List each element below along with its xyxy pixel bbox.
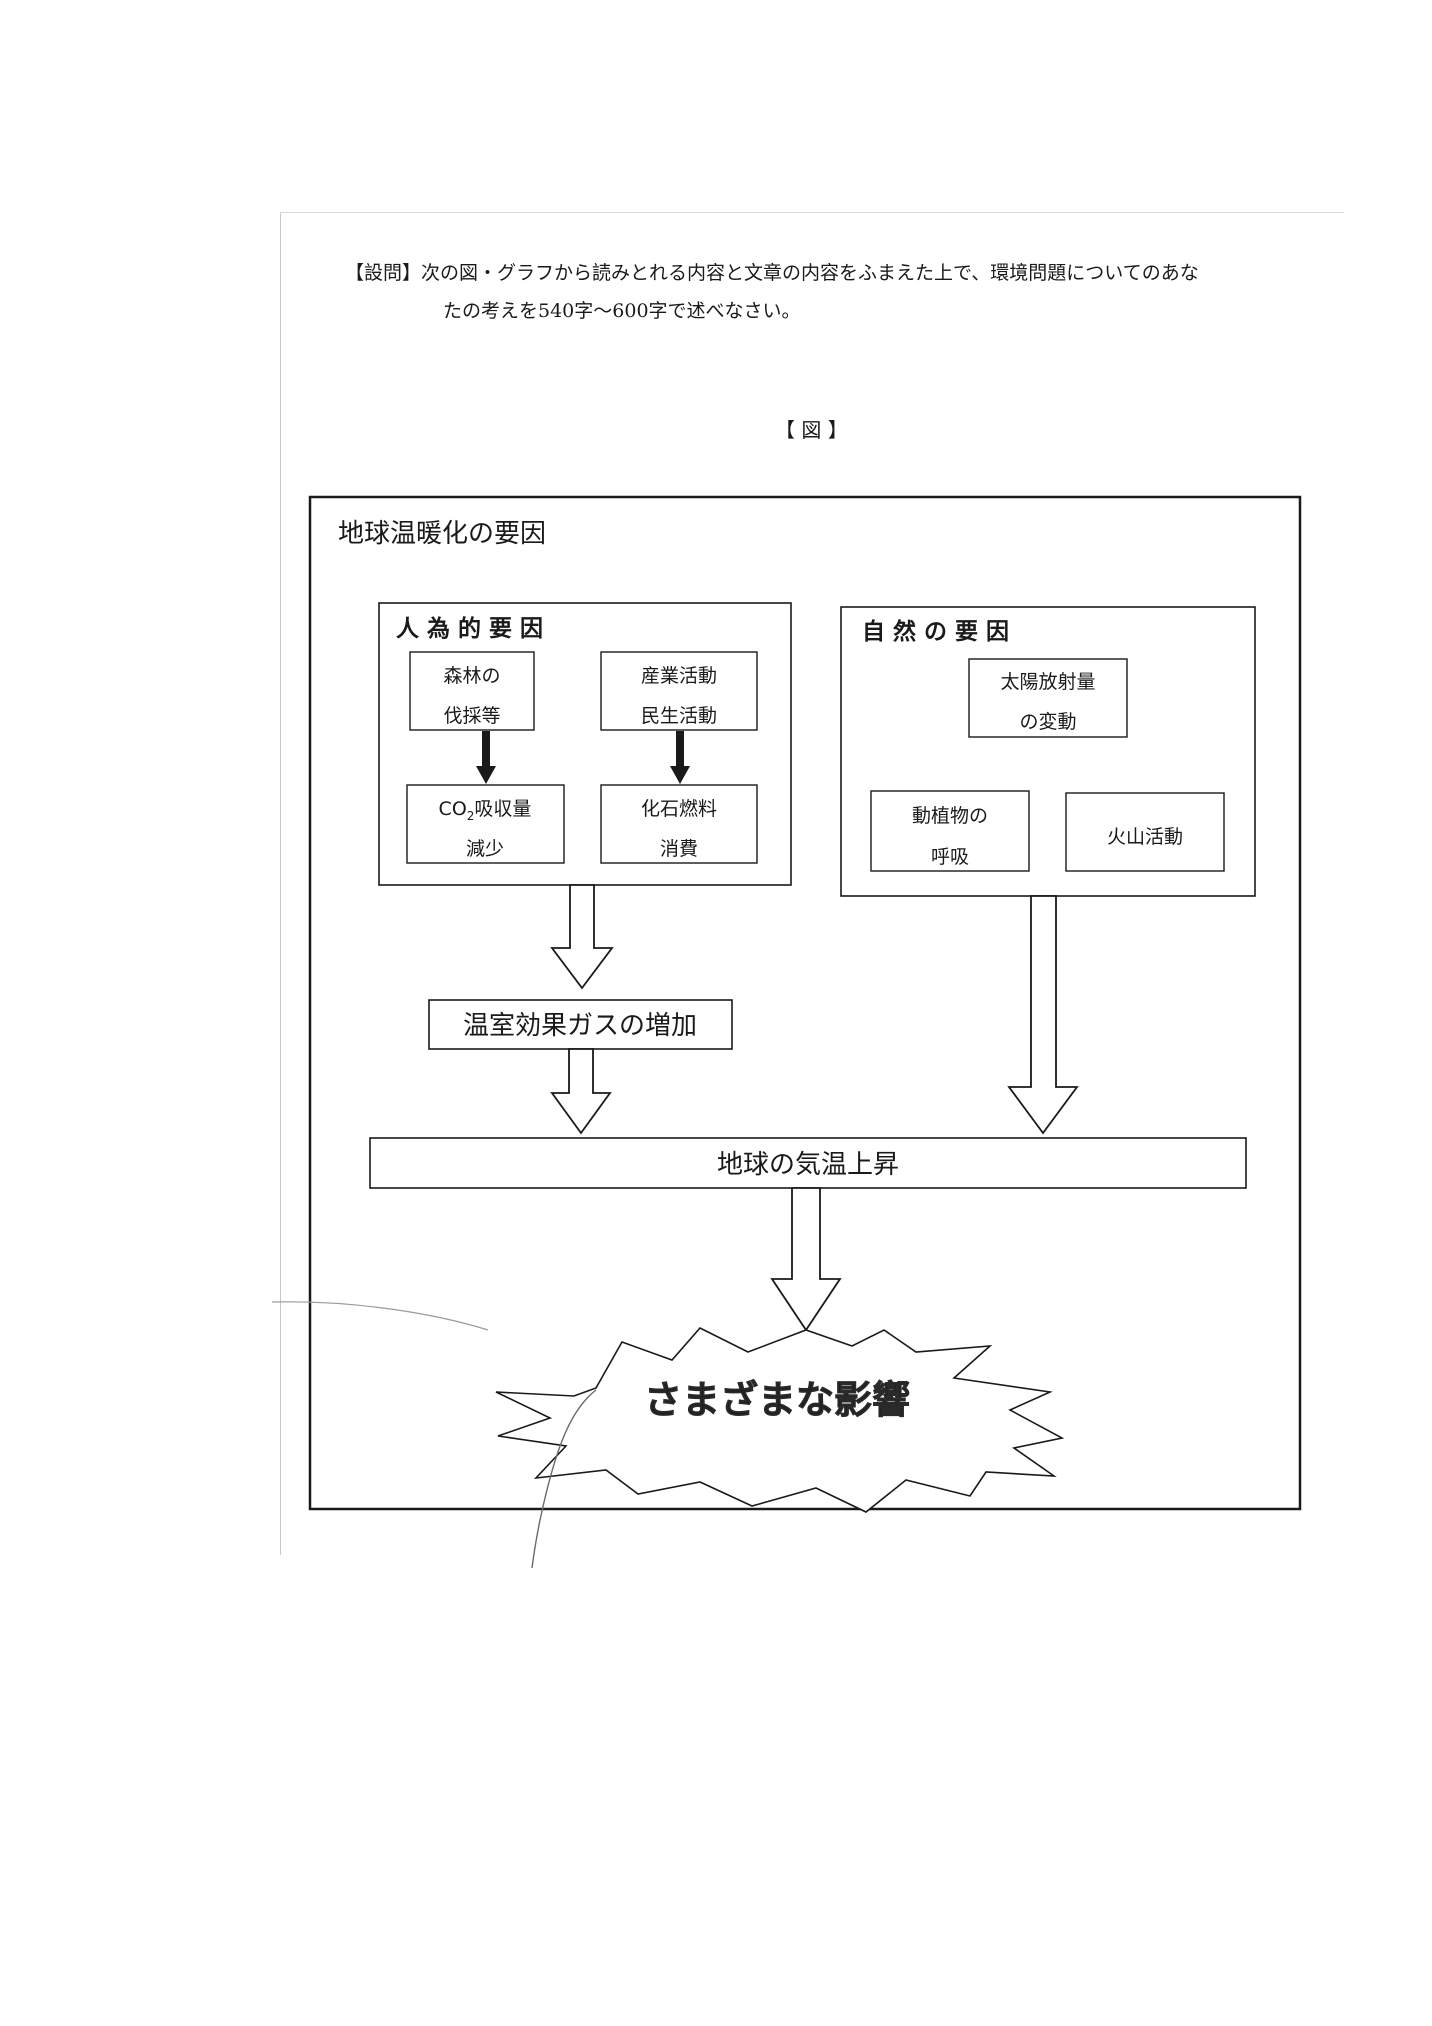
- natural-to-temperature-arrow: [1007, 895, 1079, 1135]
- industry-arrow-shaft: [676, 731, 684, 768]
- temperature-rise-label: 地球の気温上昇: [717, 1150, 899, 1180]
- industry-activity-box: [600, 651, 758, 731]
- scanned-paper: [280, 212, 1344, 1555]
- solar-radiation-box: [968, 658, 1128, 738]
- co2-absorption-line2: 減少: [466, 838, 504, 860]
- organism-respiration-line1: 動植物の: [912, 805, 988, 827]
- question-tag: 【設問】: [345, 262, 422, 284]
- co2-absorption-box: [406, 784, 565, 864]
- industry-activity-line2: 民生活動: [641, 705, 717, 727]
- forest-cutting-box: [409, 651, 535, 731]
- forest-arrow-shaft: [482, 731, 490, 768]
- fossil-fuel-line1: 化石燃料: [641, 798, 717, 820]
- industry-arrow-head: [670, 766, 690, 784]
- impacts-label: さまざまな影響: [644, 1378, 910, 1422]
- forest-cutting-line1: 森林の: [443, 665, 500, 687]
- figure-caption: 【 図 】: [775, 418, 848, 442]
- diagram-title: 地球温暖化の要因: [338, 519, 546, 549]
- greenhouse-gas-label: 温室効果ガスの増加: [463, 1011, 697, 1041]
- human-factors-box: [378, 602, 792, 886]
- human-to-greenhouse-arrow: [550, 884, 614, 990]
- greenhouse-to-temperature-arrow: [550, 1048, 612, 1135]
- organism-respiration-box: [870, 790, 1030, 872]
- fossil-fuel-line2: 消費: [660, 838, 698, 860]
- volcanic-activity-box: [1065, 792, 1225, 872]
- impacts-starburst: [495, 1327, 1065, 1513]
- industry-activity-line1: 産業活動: [641, 665, 717, 687]
- solar-radiation-line2: の変動: [1019, 711, 1076, 733]
- temperature-to-impacts-arrow: [770, 1187, 842, 1332]
- natural-factors-header: 自 然 の 要 因: [862, 618, 1009, 645]
- scan-crease: [271, 1301, 489, 1331]
- diagram-frame: [308, 495, 1302, 1511]
- organism-respiration-line2: 呼吸: [931, 846, 969, 868]
- forest-cutting-line2: 伐採等: [443, 705, 500, 727]
- volcanic-activity-label: 火山活動: [1107, 826, 1183, 848]
- question-line-2: たの考えを540字〜600字で述べなさい。: [443, 300, 801, 322]
- natural-factors-box: [840, 606, 1256, 897]
- question-text: 【設問】次の図・グラフから読みとれる内容と文章の内容をふまえた上で、環境問題につ…: [345, 254, 1325, 330]
- fossil-fuel-box: [600, 784, 758, 864]
- human-factors-header: 人 為 的 要 因: [396, 615, 543, 642]
- co2-absorption-line1: CO2吸収量: [439, 798, 532, 823]
- solar-radiation-line1: 太陽放射量: [1000, 671, 1095, 693]
- scan-tear-line: [531, 1389, 597, 1569]
- question-line-1: 次の図・グラフから読みとれる内容と文章の内容をふまえた上で、環境問題についてのあ…: [421, 262, 1199, 284]
- forest-arrow-head: [476, 766, 496, 784]
